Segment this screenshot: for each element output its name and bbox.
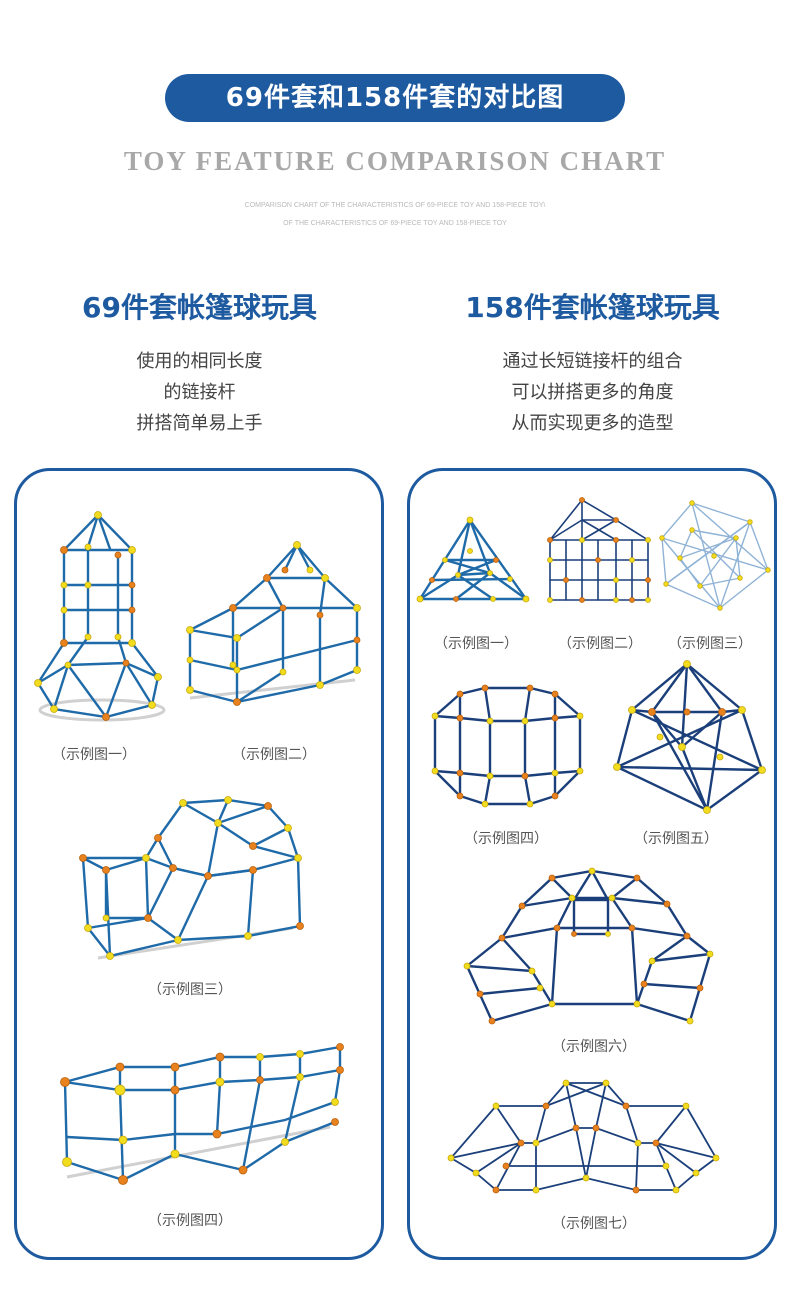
right-caption-6: （示例图六） [552, 1039, 636, 1055]
left-caption-4: （示例图四） [148, 1213, 232, 1229]
tent-figure-right-5 [613, 660, 766, 814]
tent-figure-right-4 [431, 684, 584, 808]
right-caption-7: （示例图七） [552, 1216, 636, 1232]
left-desc-line: 拼搭简单易上手 [136, 413, 263, 434]
left-column-title: 69件套帐篷球玩具 [82, 291, 317, 324]
left-column-description: 使用的相同长度 的链接杆 拼搭简单易上手 [2, 346, 397, 439]
tent-figure-right-7 [447, 1079, 720, 1194]
right-desc-line: 从而实现更多的造型 [511, 413, 674, 434]
left-caption-3: （示例图三） [148, 982, 232, 998]
right-caption-3: （示例图三） [668, 636, 752, 652]
tent-figure-right-2 [547, 497, 651, 603]
tent-figure-left-1 [34, 511, 166, 722]
right-desc-line: 通过长短链接杆的组合 [502, 351, 683, 372]
tent-figure-left-2 [186, 541, 361, 706]
right-caption-1: （示例图一） [434, 636, 518, 652]
english-title: TOY FEATURE COMPARISON CHART [123, 146, 667, 176]
tent-figure-right-6 [463, 867, 714, 1025]
right-caption-4: （示例图四） [464, 831, 548, 847]
right-desc-line: 可以拼搭更多的角度 [511, 382, 674, 403]
left-desc-line: 的链接杆 [163, 382, 236, 403]
tent-figure-right-3 [659, 500, 771, 611]
right-column-description: 通过长短链接杆的组合 可以拼搭更多的角度 从而实现更多的造型 [395, 346, 790, 439]
left-caption-2: （示例图二） [232, 747, 316, 763]
page-title-badge: 69件套和158件套的对比图 [165, 74, 625, 122]
tent-figure-left-3 [79, 796, 304, 960]
right-column-title: 158件套帐篷球玩具 [465, 291, 720, 324]
tent-figure-right-1 [416, 516, 530, 603]
english-subtitle-2: OF THE CHARACTERISTICS OF 69-PIECE TOY A… [283, 220, 507, 227]
tent-figure-left-4 [60, 1043, 344, 1185]
right-caption-2: （示例图二） [558, 636, 642, 652]
left-desc-line: 使用的相同长度 [136, 351, 263, 372]
english-subtitle-1: COMPARISON CHART OF THE CHARACTERISTICS … [244, 202, 546, 209]
right-caption-5: （示例图五） [634, 831, 718, 847]
left-caption-1: （示例图一） [52, 747, 136, 763]
